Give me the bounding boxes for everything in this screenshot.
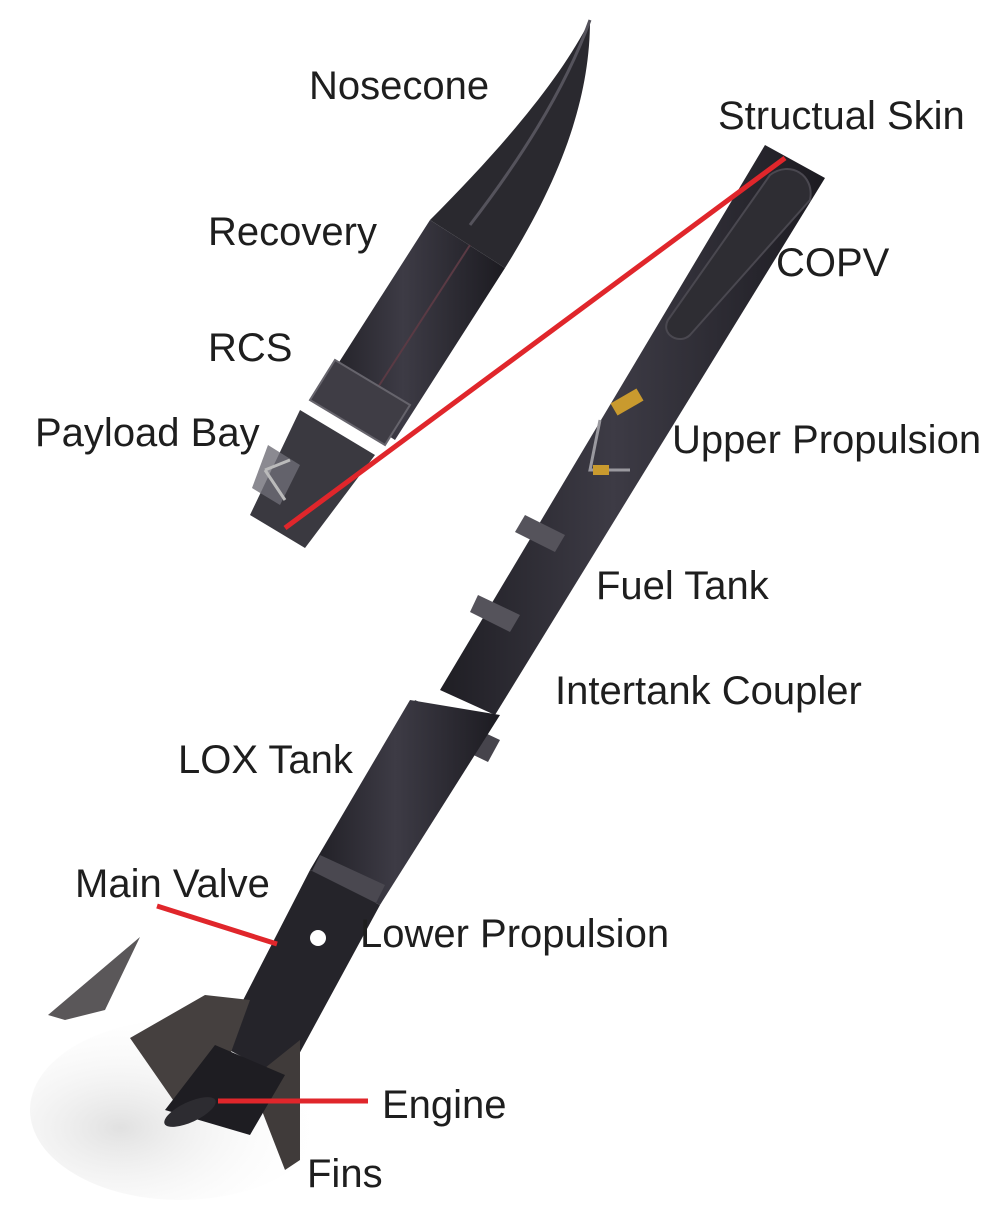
label-lower-propulsion: Lower Propulsion — [360, 912, 670, 956]
label-fuel-tank: Fuel Tank — [596, 564, 769, 608]
leader-line-structual-skin — [283, 155, 787, 531]
upper-stage-section — [250, 19, 592, 548]
lower-body-section — [48, 700, 500, 1170]
lox-tank-shape — [310, 700, 500, 905]
lower-propulsion-shape — [220, 870, 380, 1080]
fin-left — [48, 937, 140, 1020]
coupler-ring — [515, 515, 565, 552]
label-intertank-coupler: Intertank Coupler — [555, 669, 862, 713]
nosecone-shape — [430, 20, 590, 268]
coupler-ring — [470, 595, 520, 632]
label-payload-bay: Payload Bay — [35, 411, 260, 455]
label-nosecone: Nosecone — [309, 64, 490, 108]
upper-propulsion-plumbing — [588, 388, 644, 475]
label-copv: COPV — [776, 241, 890, 285]
label-engine: Engine — [382, 1083, 507, 1127]
payload-bay-section — [250, 410, 375, 548]
leader-lines — [156, 155, 787, 1104]
label-upper-propulsion: Upper Propulsion — [672, 418, 982, 462]
label-recovery: Recovery — [208, 210, 377, 254]
label-structual-skin: Structual Skin — [718, 94, 965, 138]
label-rcs: RCS — [208, 326, 293, 370]
label-fins: Fins — [307, 1152, 383, 1196]
main-body-section — [405, 145, 825, 762]
label-lox-tank: LOX Tank — [178, 738, 353, 782]
leader-line-main-valve — [156, 903, 278, 947]
rcs-module — [308, 358, 412, 447]
label-main-valve: Main Valve — [75, 862, 270, 906]
copv-shape — [665, 168, 812, 340]
